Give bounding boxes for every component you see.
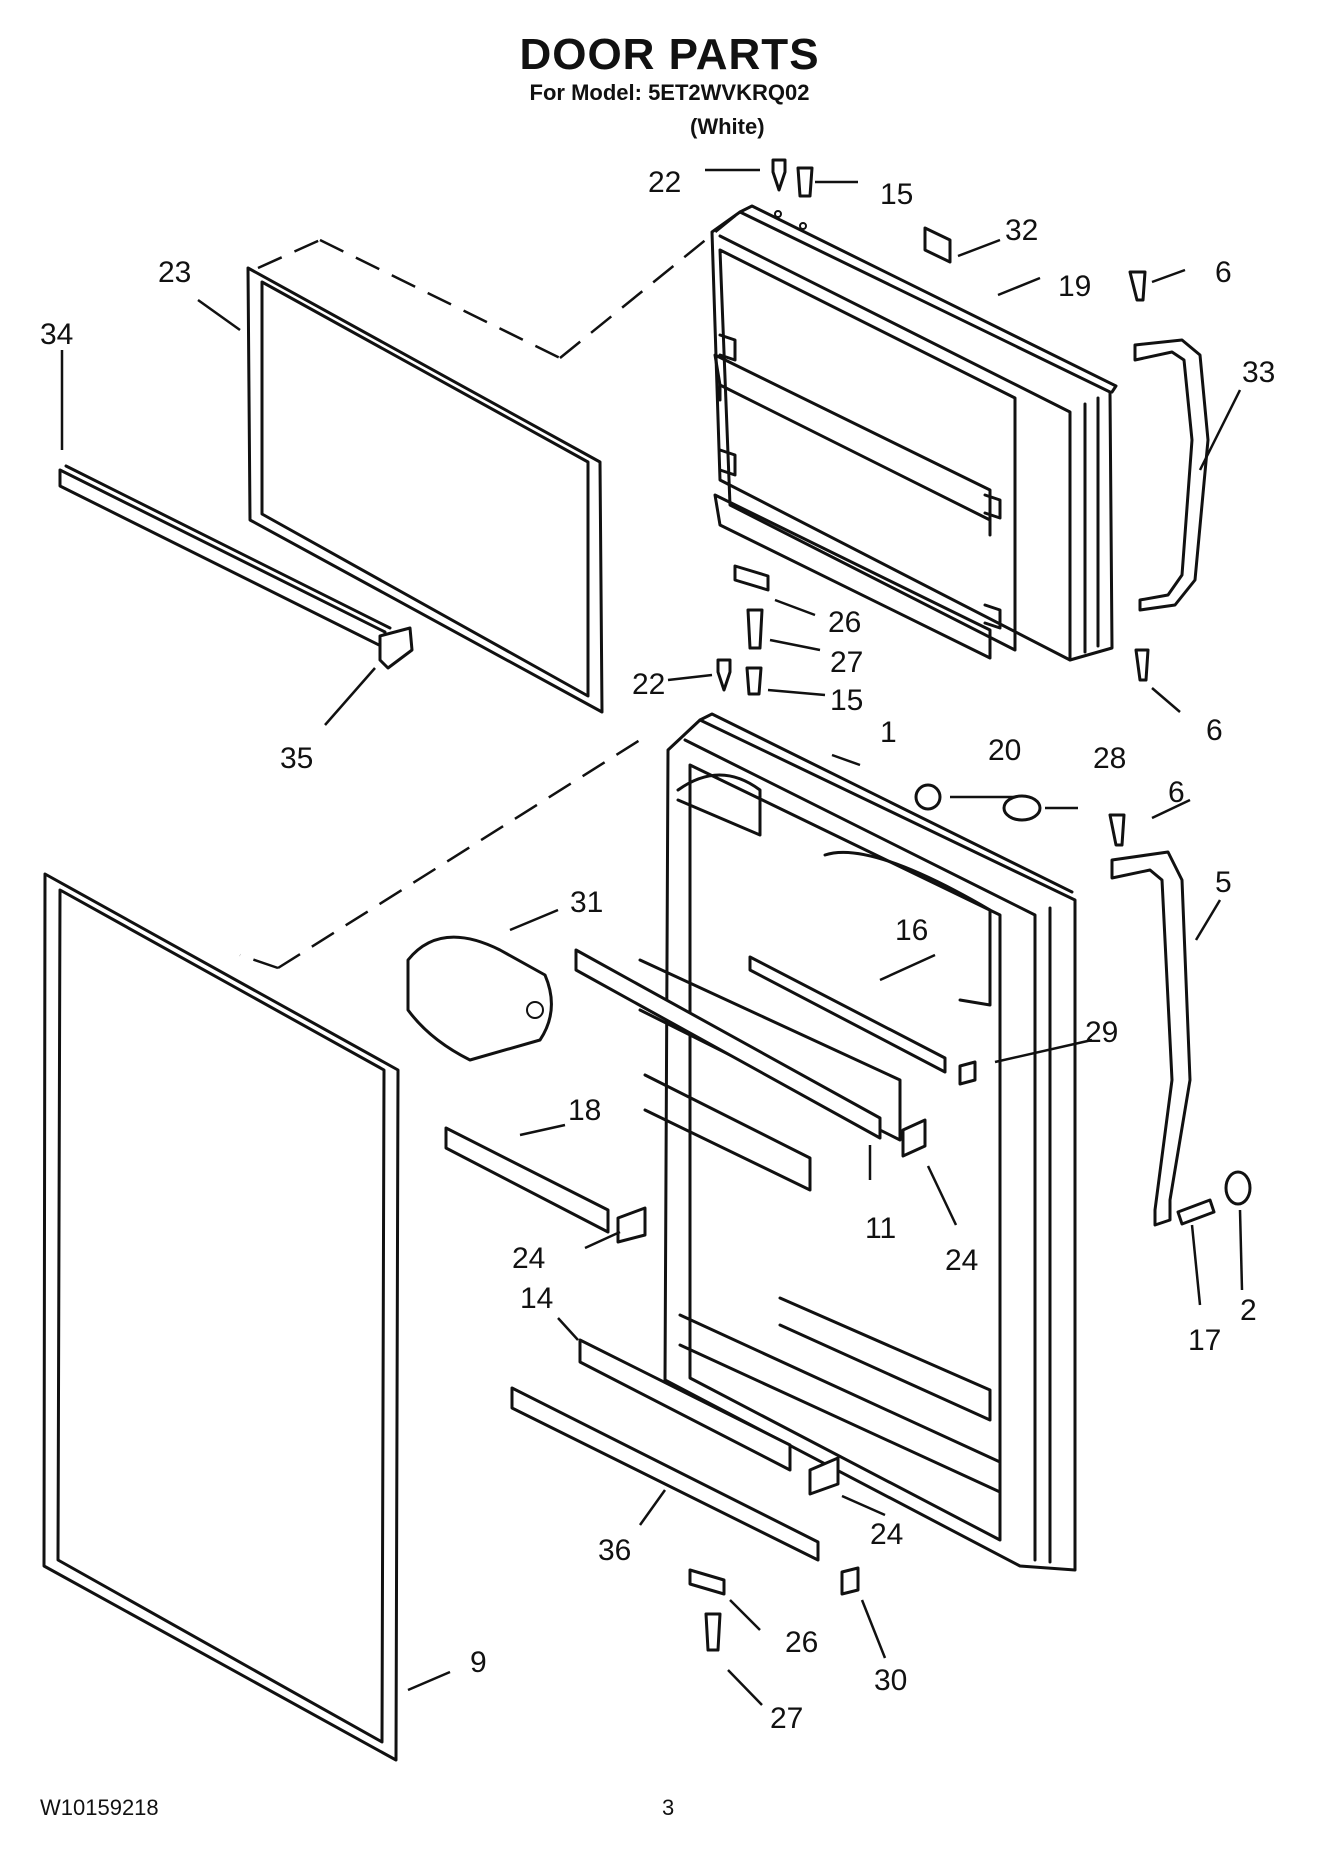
callout-26b: 26 xyxy=(785,1626,818,1659)
page-title: DOOR PARTS xyxy=(519,30,820,79)
model-line: For Model: 5ET2WVKRQ02 xyxy=(529,80,810,105)
callout-18: 18 xyxy=(568,1094,601,1127)
screw-6b xyxy=(1134,648,1150,682)
shelf-bar-16 xyxy=(748,955,947,1074)
callout-28: 28 xyxy=(1093,742,1126,775)
header: DOOR PARTS For Model: 5ET2WVKRQ02 xyxy=(0,30,1339,106)
freezer-handle-33 xyxy=(1133,338,1210,612)
callout-17: 17 xyxy=(1188,1324,1221,1357)
shelf-bar-11 xyxy=(574,948,882,1140)
clip-24c xyxy=(808,1456,840,1496)
fresh-food-gasket xyxy=(42,872,400,1762)
cap-2 xyxy=(1224,1170,1252,1206)
callout-24b: 24 xyxy=(945,1244,978,1277)
callout-15b: 15 xyxy=(830,684,863,717)
callout-1: 1 xyxy=(880,716,897,749)
screw-22a xyxy=(771,158,787,192)
callout-32: 32 xyxy=(1005,214,1038,247)
screw-22b xyxy=(716,658,732,692)
callout-6c: 6 xyxy=(1168,776,1185,809)
callout-14: 14 xyxy=(520,1282,553,1315)
clip-29 xyxy=(958,1060,977,1086)
clip-24a xyxy=(616,1206,647,1244)
bolt-27b xyxy=(704,1612,722,1652)
callout-36: 36 xyxy=(598,1534,631,1567)
callout-labels: 22 15 32 19 6 33 23 34 26 27 22 15 6 35 … xyxy=(40,166,1275,1735)
fresh-food-handle-5 xyxy=(1110,850,1192,1227)
plug-15a xyxy=(796,166,814,198)
callout-24c: 24 xyxy=(870,1518,903,1551)
screw-6a xyxy=(1128,270,1147,302)
dairy-door-31 xyxy=(406,935,553,1062)
model-variant: (White) xyxy=(690,114,765,139)
leader-arrows xyxy=(60,168,1244,1706)
shelf-bar-18 xyxy=(444,1126,610,1234)
hinge-26a xyxy=(733,564,770,592)
callout-2: 2 xyxy=(1240,1294,1257,1327)
callout-26a: 26 xyxy=(828,606,861,639)
freezer-gasket xyxy=(246,211,741,714)
hinge-26b xyxy=(688,1568,726,1596)
callout-24a: 24 xyxy=(512,1242,545,1275)
callout-34: 34 xyxy=(40,318,73,351)
plug-20 xyxy=(914,783,942,811)
callout-23: 23 xyxy=(158,256,191,289)
plug-15b xyxy=(745,666,763,696)
callout-5: 5 xyxy=(1215,866,1232,899)
callout-22a: 22 xyxy=(648,166,681,199)
callout-11: 11 xyxy=(865,1212,896,1245)
freezer-shelf-bar xyxy=(58,464,414,670)
callout-6a: 6 xyxy=(1215,256,1232,289)
shelf-bar-14 xyxy=(578,1338,792,1472)
callout-20: 20 xyxy=(988,734,1021,767)
clip-30 xyxy=(840,1566,860,1596)
clip-24b xyxy=(901,1118,927,1158)
bolt-27a xyxy=(746,608,764,650)
screw-17 xyxy=(1176,1198,1216,1226)
callout-30: 30 xyxy=(874,1664,907,1697)
callout-31: 31 xyxy=(570,886,603,919)
callout-15a: 15 xyxy=(880,178,913,211)
page-number: 3 xyxy=(662,1795,675,1820)
callout-27a: 27 xyxy=(830,646,863,679)
freezer-door xyxy=(710,204,1118,662)
callout-27b: 27 xyxy=(770,1702,803,1735)
callout-19: 19 xyxy=(1058,270,1091,303)
callout-6b: 6 xyxy=(1206,714,1223,747)
screw-6c xyxy=(1108,813,1126,847)
callout-9: 9 xyxy=(470,1646,487,1679)
callout-22b: 22 xyxy=(632,668,665,701)
callout-35: 35 xyxy=(280,742,313,775)
shelf-bar-36 xyxy=(510,1386,820,1562)
plug-28 xyxy=(1002,794,1042,822)
callout-16: 16 xyxy=(895,914,928,947)
callout-29: 29 xyxy=(1085,1016,1118,1049)
callout-33: 33 xyxy=(1242,356,1275,389)
document-number: W10159218 xyxy=(40,1795,159,1820)
